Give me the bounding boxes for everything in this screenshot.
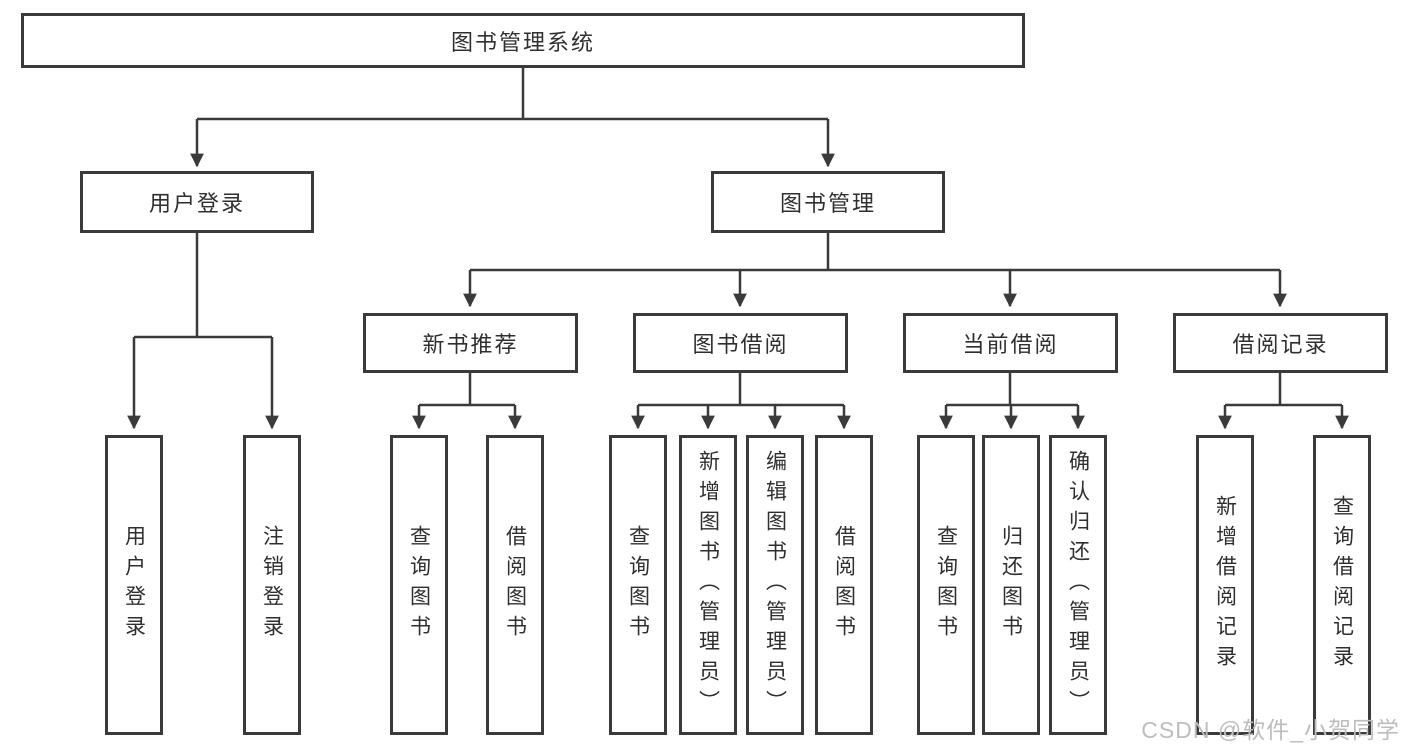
node-label: 查询借阅记录 <box>1330 495 1354 675</box>
leaf-borrow-books-recommend: 借阅图书 <box>486 435 544 735</box>
leaf-borrow-books: 借阅图书 <box>815 435 873 735</box>
node-label: 借阅图书 <box>832 525 856 645</box>
leaf-logout: 注销登录 <box>243 435 301 735</box>
node-label: 借阅记录 <box>1232 332 1329 357</box>
node-label: 查询图书 <box>626 525 650 645</box>
node-label: 用户登录 <box>148 191 245 216</box>
node-label: 归还图书 <box>999 525 1023 645</box>
leaf-edit-book-admin: 编辑图书（管理员） <box>746 435 804 735</box>
leaf-confirm-return-admin: 确认归还（管理员） <box>1049 435 1107 735</box>
leaf-add-borrow-record: 新增借阅记录 <box>1196 435 1254 735</box>
csdn-watermark: CSDN @软件_小贺同学 <box>1141 717 1400 743</box>
node-book-management-branch: 图书管理 <box>711 171 945 233</box>
node-new-book-recommendation: 新书推荐 <box>363 313 578 373</box>
leaf-query-borrow-record: 查询借阅记录 <box>1313 435 1371 735</box>
node-label: 新书推荐 <box>422 332 519 357</box>
node-book-borrowing: 图书借阅 <box>633 313 848 373</box>
node-label: 图书借阅 <box>692 332 789 357</box>
node-label: 确认归还（管理员） <box>1066 450 1090 720</box>
node-current-borrowing: 当前借阅 <box>903 313 1118 373</box>
leaf-add-book-admin: 新增图书（管理员） <box>679 435 737 735</box>
node-borrowing-records: 借阅记录 <box>1173 313 1388 373</box>
node-label: 当前借阅 <box>962 332 1059 357</box>
node-user-login-branch: 用户登录 <box>80 171 314 233</box>
node-label: 查询图书 <box>934 525 958 645</box>
node-label: 编辑图书（管理员） <box>763 450 787 720</box>
node-library-management-system: 图书管理系统 <box>21 13 1025 68</box>
node-label: 用户登录 <box>122 525 146 645</box>
leaf-user-login: 用户登录 <box>105 435 163 735</box>
node-label: 注销登录 <box>260 525 284 645</box>
node-label: 图书管理 <box>779 191 876 216</box>
leaf-query-books-current: 查询图书 <box>917 435 975 735</box>
node-label: 新增图书（管理员） <box>696 450 720 720</box>
node-label: 查询图书 <box>407 525 431 645</box>
node-label: 借阅图书 <box>503 525 527 645</box>
leaf-query-books-borrow: 查询图书 <box>609 435 667 735</box>
leaf-query-books-recommend: 查询图书 <box>390 435 448 735</box>
node-label: 新增借阅记录 <box>1213 495 1237 675</box>
node-label: 图书管理系统 <box>450 29 595 55</box>
leaf-return-book: 归还图书 <box>982 435 1040 735</box>
